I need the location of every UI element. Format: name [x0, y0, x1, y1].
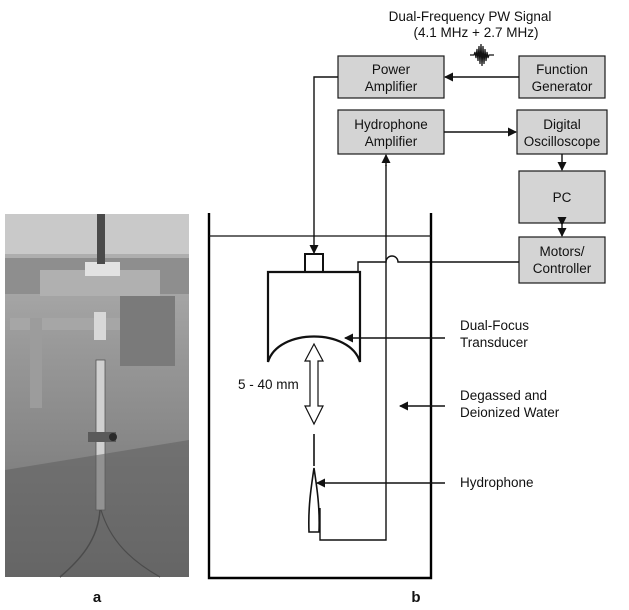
hydrophone-signal-wire — [319, 165, 387, 541]
signal-waveform-icon — [470, 43, 494, 67]
motors-to-transducer-wire — [357, 255, 519, 272]
power-amplifier-box: Power Amplifier — [337, 55, 445, 99]
motors-controller-line-1: Motors/ — [539, 244, 584, 259]
hydrophone-label: Hydrophone — [460, 475, 534, 490]
function-generator-box: Function Generator — [518, 55, 606, 99]
photo-panel-a — [5, 214, 189, 578]
transducer-label-line-1: Dual-Focus — [460, 318, 529, 333]
hydrophone-amplifier-line-1: Hydrophone — [354, 117, 428, 132]
motors-controller-box: Motors/ Controller — [518, 236, 606, 284]
pc-box: PC — [518, 170, 606, 224]
motors-controller-line-2: Controller — [533, 261, 592, 276]
water-tank — [207, 213, 433, 580]
signal-subtitle: (4.1 MHz + 2.7 MHz) — [414, 25, 539, 40]
hydrophone-probe — [308, 467, 320, 533]
power-amplifier-line-2: Amplifier — [365, 79, 418, 94]
distance-double-arrow — [304, 342, 324, 426]
distance-label: 5 - 40 mm — [238, 377, 299, 392]
digital-oscilloscope-line-1: Digital — [543, 117, 581, 132]
water-label-line-2: Deionized Water — [460, 405, 560, 420]
water-label-line-1: Degassed and — [460, 388, 547, 403]
transducer-label-line-2: Transducer — [460, 335, 528, 350]
digital-oscilloscope-box: Digital Oscilloscope — [516, 109, 608, 155]
hydrophone-amplifier-line-2: Amplifier — [365, 134, 418, 149]
function-generator-line-2: Generator — [532, 79, 593, 94]
hydrophone-amplifier-box: Hydrophone Amplifier — [337, 109, 445, 155]
power-amplifier-to-transducer-wire — [309, 76, 338, 254]
transducer-connector — [304, 253, 324, 273]
digital-oscilloscope-line-2: Oscilloscope — [524, 134, 601, 149]
signal-title: Dual-Frequency PW Signal — [389, 9, 552, 24]
panel-label-b: b — [411, 589, 420, 606]
power-amplifier-line-1: Power — [372, 62, 411, 77]
dual-focus-transducer — [266, 270, 362, 363]
function-generator-line-1: Function — [536, 62, 588, 77]
pc-label: PC — [553, 190, 572, 205]
panel-label-a: a — [93, 589, 102, 606]
